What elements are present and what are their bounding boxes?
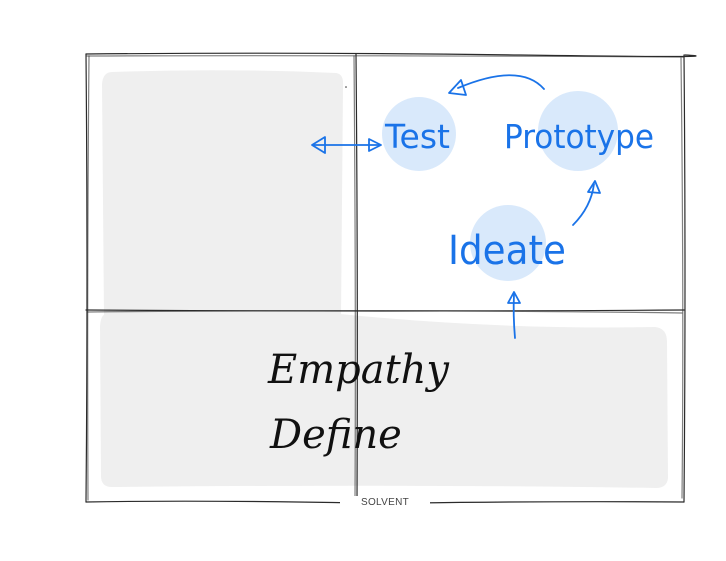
frame-bottom [85,500,361,504]
bubbles [382,91,618,281]
frame-top [85,52,697,58]
arrow-ideate-up [512,293,516,339]
label-test: Test [384,117,450,156]
label-empathy: Empathy [267,347,450,393]
ideate-bubble [470,205,546,281]
label-define: Define [269,412,402,458]
arrow-prototype-to-test-head [448,79,467,96]
shade-bottom-band [100,314,668,488]
prototype-bubble [538,91,618,171]
test-bubble [382,97,456,171]
arrow-double-left-head [311,136,326,154]
label-prototype: Prototype [504,117,654,156]
frame-left [85,53,88,503]
frame [85,52,697,504]
shade-top-left [102,70,344,319]
arrow-to-prototype [572,183,595,226]
stray-dot [345,86,347,88]
frame-right [683,54,686,503]
frame-vertical-divider [355,53,358,503]
arrow-double-right-head [368,138,382,152]
arrow-prototype-to-test [457,74,545,90]
shaded-regions [100,70,668,488]
arrows [311,74,601,339]
arrow-to-prototype-head [587,180,601,194]
label-ideate: Ideate [448,228,566,274]
arrow-ideate-up-head [507,291,521,304]
footer-label: SOLVENT [340,496,430,510]
